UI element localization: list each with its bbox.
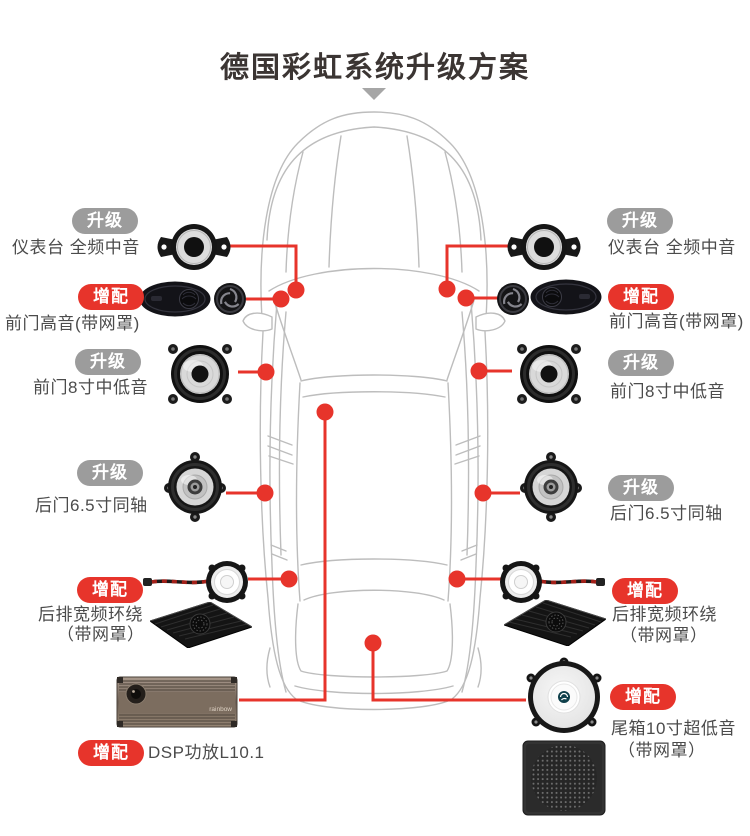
label-surround-right-line2: （带网罩） [620, 626, 708, 645]
door-gap-left [267, 435, 294, 465]
addon-badge-dsp: 增配 [78, 740, 144, 766]
coaxial-speaker-image-right [520, 452, 582, 522]
upgrade-badge-coax-left: 升级 [77, 460, 143, 486]
mount-dot-tweeter-left [272, 290, 290, 308]
tweeter-image-left [214, 283, 246, 315]
label-dash-right: 仪表台 全频中音 [608, 238, 736, 257]
addon-badge-tweeter-left: 增配 [78, 284, 144, 310]
mesh-cover-image-left [150, 602, 252, 648]
rear-door-gap-right [460, 544, 478, 561]
mount-dot-coax-right [474, 484, 492, 502]
label-tweeter-right: 前门高音(带网罩) [609, 312, 744, 331]
upgrade-badge-woofer-right: 升级 [608, 350, 674, 376]
sunroof-edge [302, 391, 446, 398]
connector-subwoofer [371, 643, 526, 702]
car-body-outline [259, 111, 489, 711]
page-title: 德国彩虹系统升级方案 [219, 52, 530, 84]
front-bumper-line [266, 126, 482, 241]
tweeter-pod-image-left [139, 281, 211, 317]
hood-crease [285, 151, 304, 273]
addon-badge-surround-right: 增配 [612, 578, 678, 604]
tweeter-image-right [497, 283, 529, 315]
down-triangle-icon [362, 88, 386, 100]
subwoofer-image [526, 657, 602, 733]
upgrade-badge-woofer-left: 升级 [75, 349, 141, 375]
mesh-cover-image-right [504, 600, 606, 646]
tweeter-pod-image-right [530, 279, 602, 315]
connector-dsp [239, 412, 327, 702]
parcel-shelf-line [300, 558, 448, 566]
door-gap-right [454, 435, 481, 465]
upgrade-badge-coax-right: 升级 [608, 475, 674, 501]
door-inner-line-left [278, 311, 287, 556]
label-woofer-right: 前门8寸中低音 [610, 382, 725, 401]
label-woofer-left: 前门8寸中低音 [33, 378, 148, 397]
mirror-left [242, 312, 273, 332]
upgrade-badge-dash-left: 升级 [72, 208, 138, 234]
label-dash-left: 仪表台 全频中音 [12, 238, 140, 257]
surround-speaker-image-left [143, 561, 248, 603]
mount-dot-surround-left [280, 570, 298, 588]
label-dsp: DSP功放L10.1 [148, 743, 265, 762]
woofer-image-right [517, 344, 581, 404]
roof-front-edge [300, 374, 448, 382]
label-tweeter-left: 前门高音(带网罩) [5, 314, 140, 333]
mount-dot-coax-left [256, 484, 274, 502]
rear-door-gap-left [270, 544, 288, 561]
addon-badge-tweeter-right: 增配 [608, 284, 674, 310]
label-coax-left: 后门6.5寸同轴 [35, 496, 148, 515]
label-surround-left-line1: 后排宽频环绕 [38, 605, 143, 624]
midrange-speaker-image-right [507, 224, 581, 270]
connector-dash-right [445, 244, 514, 289]
connector-dash-left [228, 244, 298, 290]
coaxial-speaker-image-left [164, 452, 226, 522]
label-subwoofer-line1: 尾箱10寸超低音 [611, 719, 736, 738]
addon-badge-subwoofer: 增配 [610, 684, 676, 710]
cabin-side-left [295, 382, 301, 602]
mount-dot-subwoofer [364, 634, 382, 652]
mount-dot-woofer-right [470, 362, 488, 380]
amp-logo-text: rainbow [209, 706, 232, 713]
mount-dot-woofer-left [257, 363, 275, 381]
windshield-base [268, 267, 480, 292]
woofer-image-left [168, 344, 232, 404]
mount-dot-dash-right [438, 280, 456, 298]
label-surround-left-line2: （带网罩） [57, 625, 145, 644]
upgrade-badge-dash-right: 升级 [607, 208, 673, 234]
hood-crease [406, 135, 420, 268]
hood-crease [328, 135, 342, 268]
subwoofer-grille-image [522, 740, 606, 816]
rear-corner-left [266, 647, 271, 688]
door-inner-line-right [461, 311, 470, 556]
label-surround-right-line1: 后排宽频环绕 [612, 605, 717, 624]
hood-crease [444, 151, 463, 273]
rear-window [303, 589, 445, 601]
rear-corner-right [477, 647, 482, 688]
mount-dot-dash-left [287, 281, 305, 299]
surround-speaker-image-right [500, 561, 605, 603]
midrange-speaker-image-left [157, 224, 231, 270]
dsp-amplifier-image: rainbow [116, 676, 238, 728]
mount-dot-tweeter-right [457, 289, 475, 307]
mirror-right [475, 312, 506, 332]
label-subwoofer-line2: （带网罩） [618, 741, 706, 760]
addon-badge-surround-left: 增配 [77, 577, 143, 603]
mount-dot-surround-right [448, 570, 466, 588]
label-coax-right: 后门6.5寸同轴 [610, 504, 723, 523]
mount-dot-dsp [316, 403, 334, 421]
